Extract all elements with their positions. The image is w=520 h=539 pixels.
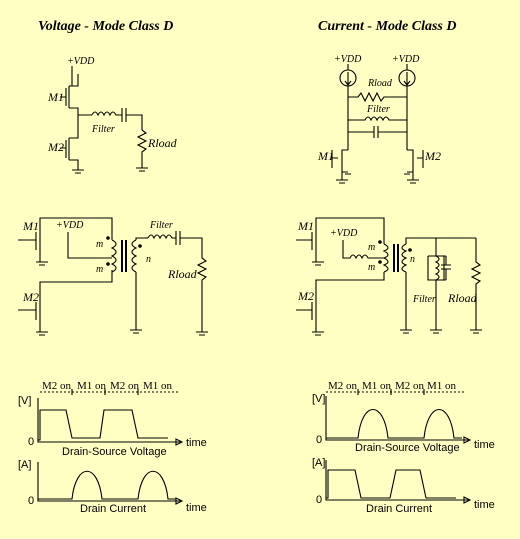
- rload-label: Rload: [147, 136, 178, 150]
- m2-label: M2: [47, 140, 64, 154]
- current-caption: Drain Current: [80, 503, 146, 515]
- current-mode-waveforms: M2 on M1 on M2 on M1 on [V] 0 time Drain…: [312, 380, 495, 515]
- current-origin-label: 0: [28, 495, 34, 507]
- filter-label: Filter: [366, 104, 390, 115]
- m1-label: M1: [297, 219, 314, 233]
- phase-label-4: M1 on: [427, 380, 457, 392]
- filter-label: Filter: [91, 124, 115, 135]
- current-mode-transformer-circuit: M1 M2 +VDD m m n Filter Rload: [296, 217, 482, 336]
- phase-label-1: M2 on: [328, 380, 358, 392]
- voltage-mode-title: Voltage - Mode Class D: [38, 19, 173, 34]
- current-time-label: time: [474, 499, 495, 511]
- rload-label: Rload: [447, 291, 478, 305]
- voltage-mode-drain-current-trace: [38, 470, 176, 500]
- voltage-unit-label: [V]: [18, 395, 31, 407]
- phase-label-2: M1 on: [77, 380, 107, 392]
- filter-label: Filter: [149, 220, 173, 231]
- phase-label-4: M1 on: [143, 380, 173, 392]
- m2-label: M2: [22, 290, 39, 304]
- phase-label-2: M1 on: [362, 380, 392, 392]
- n-label: n: [146, 254, 151, 265]
- current-unit-label: [A]: [312, 457, 325, 469]
- rload-label: Rload: [167, 267, 198, 281]
- n-label: n: [410, 254, 415, 265]
- voltage-origin-label: 0: [28, 436, 34, 448]
- current-caption: Drain Current: [366, 503, 432, 515]
- phase-label-3: M2 on: [110, 380, 140, 392]
- phase-label-3: M2 on: [395, 380, 425, 392]
- vdd-label: +VDD: [67, 56, 95, 67]
- voltage-mode-waveforms: M2 on M1 on M2 on M1 on [V] 0 time Drain…: [18, 380, 207, 515]
- vdd-label-right: +VDD: [392, 54, 420, 65]
- current-mode-drain-current-trace: [326, 469, 456, 499]
- voltage-mode-half-bridge-circuit: +VDD M1 M2 Filter Rload: [47, 56, 178, 174]
- voltage-caption: Drain-Source Voltage: [355, 442, 460, 454]
- voltage-mode-vds-trace: [38, 409, 168, 441]
- current-unit-label: [A]: [18, 459, 31, 471]
- m2-label: M2: [297, 289, 314, 303]
- voltage-caption: Drain-Source Voltage: [62, 446, 167, 458]
- vdd-label: +VDD: [56, 220, 84, 231]
- m-label-upper: m: [96, 239, 103, 250]
- voltage-time-label: time: [474, 439, 495, 451]
- rload-label: Rload: [367, 78, 393, 89]
- voltage-unit-label: [V]: [312, 393, 325, 405]
- m1-label: M1: [317, 149, 334, 163]
- current-mode-vds-trace: [326, 408, 462, 439]
- voltage-origin-label: 0: [316, 434, 322, 446]
- m1-label: M1: [47, 90, 64, 104]
- m-label-lower: m: [96, 264, 103, 275]
- voltage-time-label: time: [186, 437, 207, 449]
- current-mode-circuit: +VDD +VDD Rload Filter M1 M2: [317, 54, 441, 184]
- m-label-upper: m: [368, 242, 375, 253]
- current-mode-title: Current - Mode Class D: [318, 19, 456, 34]
- voltage-mode-transformer-circuit: M1 M2 +VDD m m n Filter Rload: [18, 217, 208, 336]
- m2-label: M2: [424, 149, 441, 163]
- m1-label: M1: [22, 219, 39, 233]
- vdd-label-left: +VDD: [334, 54, 362, 65]
- m-label-lower: m: [368, 262, 375, 273]
- phase-label-1: M2 on: [42, 380, 72, 392]
- current-time-label: time: [186, 502, 207, 514]
- current-origin-label: 0: [316, 494, 322, 506]
- filter-label: Filter: [412, 294, 436, 305]
- vdd-label: +VDD: [330, 228, 358, 239]
